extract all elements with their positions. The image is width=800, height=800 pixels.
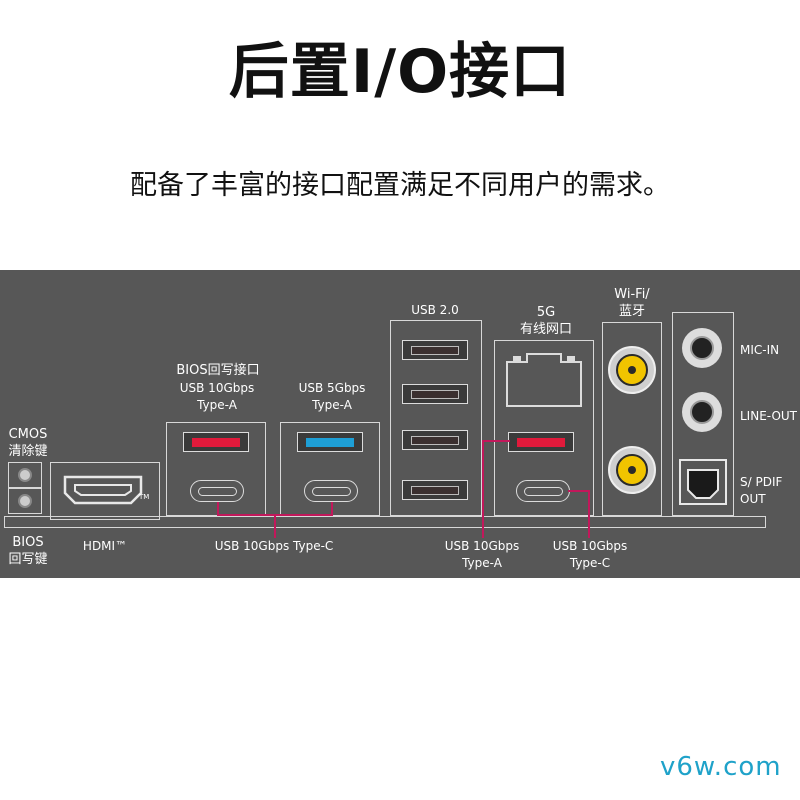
audio-frame: [672, 312, 734, 516]
usb10a-port-insert: [192, 438, 240, 447]
usb10a-top-label: USB 10Gbps Type-A: [179, 381, 255, 412]
usb-a-insert: [411, 436, 459, 445]
line-out-jack[interactable]: [682, 392, 722, 432]
bios-flash-port-label: BIOS回写接口: [176, 363, 260, 378]
connector-line: [568, 490, 588, 492]
wifi-label: Wi-Fi/ 蓝牙: [614, 287, 650, 319]
usb10a-port-top[interactable]: [183, 432, 249, 452]
usb5a-port-insert: [306, 438, 354, 447]
usb20-port-4[interactable]: [402, 480, 468, 500]
usb10c-bottom-label: USB 10Gbps Type-C: [214, 539, 334, 553]
usb-a-insert: [411, 390, 459, 399]
antenna-dot: [628, 466, 636, 474]
connector-line: [274, 514, 276, 538]
wifi-antenna-connector-2[interactable]: [608, 446, 656, 494]
antenna-ring: [616, 454, 648, 486]
cmos-button-icon: [18, 468, 32, 482]
usb20-port-1[interactable]: [402, 340, 468, 360]
ethernet-port-icon[interactable]: [503, 348, 585, 410]
usb-c-icon: [524, 487, 563, 496]
spdif-port-icon[interactable]: [678, 458, 728, 506]
hdmi-port-frame: TM: [50, 462, 160, 520]
rear-io-panel: CMOS 清除键 BIOS 回写键 TM HDMI™ BIOS回写接口 USB …: [0, 270, 800, 578]
usb20-port-2[interactable]: [402, 384, 468, 404]
watermark: v6w.com: [660, 752, 782, 782]
usb20-label: USB 2.0: [411, 303, 459, 317]
antenna-dot: [628, 366, 636, 374]
usb5a-port[interactable]: [297, 432, 363, 452]
bios-flash-label: BIOS 回写键: [8, 535, 48, 567]
bios-button-icon: [18, 494, 32, 508]
panel-base-line: [4, 516, 766, 528]
usb10a-port-insert: [517, 438, 565, 447]
spdif-label: S/ PDIF OUT: [740, 475, 783, 506]
wifi-antenna-frame: [602, 322, 662, 516]
connector-line: [217, 502, 219, 516]
mic-in-label: MIC-IN: [740, 343, 780, 357]
page-title: 后置I/O接口: [228, 37, 572, 107]
jack-hole-icon: [690, 400, 714, 424]
page-subtitle: 配备了丰富的接口配置满足不同用户的需求。: [130, 170, 670, 201]
usb10c-right-label: USB 10Gbps Type-C: [552, 539, 628, 570]
usb-c-icon: [312, 487, 351, 496]
usb10c-port-right[interactable]: [516, 480, 570, 502]
connector-line: [588, 490, 590, 538]
connector-line: [482, 440, 510, 442]
usb5a-label: USB 5Gbps Type-A: [298, 381, 366, 412]
usb-c-icon: [198, 487, 237, 496]
usb20-port-frame: [390, 320, 482, 516]
connector-line: [331, 502, 333, 516]
wifi-antenna-connector-1[interactable]: [608, 346, 656, 394]
hdmi-label: HDMI™: [82, 539, 128, 553]
mic-in-jack[interactable]: [682, 328, 722, 368]
usb10-port-frame: [166, 422, 266, 516]
hdmi-port-icon[interactable]: [61, 473, 145, 507]
line-out-label: LINE-OUT: [740, 409, 798, 423]
lan-port-frame: [494, 340, 594, 516]
usb10c-port-middle[interactable]: [304, 480, 358, 502]
usb-a-insert: [411, 346, 459, 355]
usb20-port-3[interactable]: [402, 430, 468, 450]
bios-flash-button[interactable]: [8, 488, 42, 514]
connector-line: [482, 440, 484, 538]
usb10a-port-bottom[interactable]: [508, 432, 574, 452]
hdmi-tm-mark: TM: [139, 493, 150, 501]
usb10a-bottom-label: USB 10Gbps Type-A: [444, 539, 520, 570]
jack-hole-icon: [690, 336, 714, 360]
usb-a-insert: [411, 486, 459, 495]
lan-label: 5G 有线网口: [519, 305, 572, 337]
usb10c-port-left[interactable]: [190, 480, 244, 502]
cmos-clear-button[interactable]: [8, 462, 42, 488]
antenna-ring: [616, 354, 648, 386]
cmos-clear-label: CMOS 清除键: [8, 427, 48, 459]
